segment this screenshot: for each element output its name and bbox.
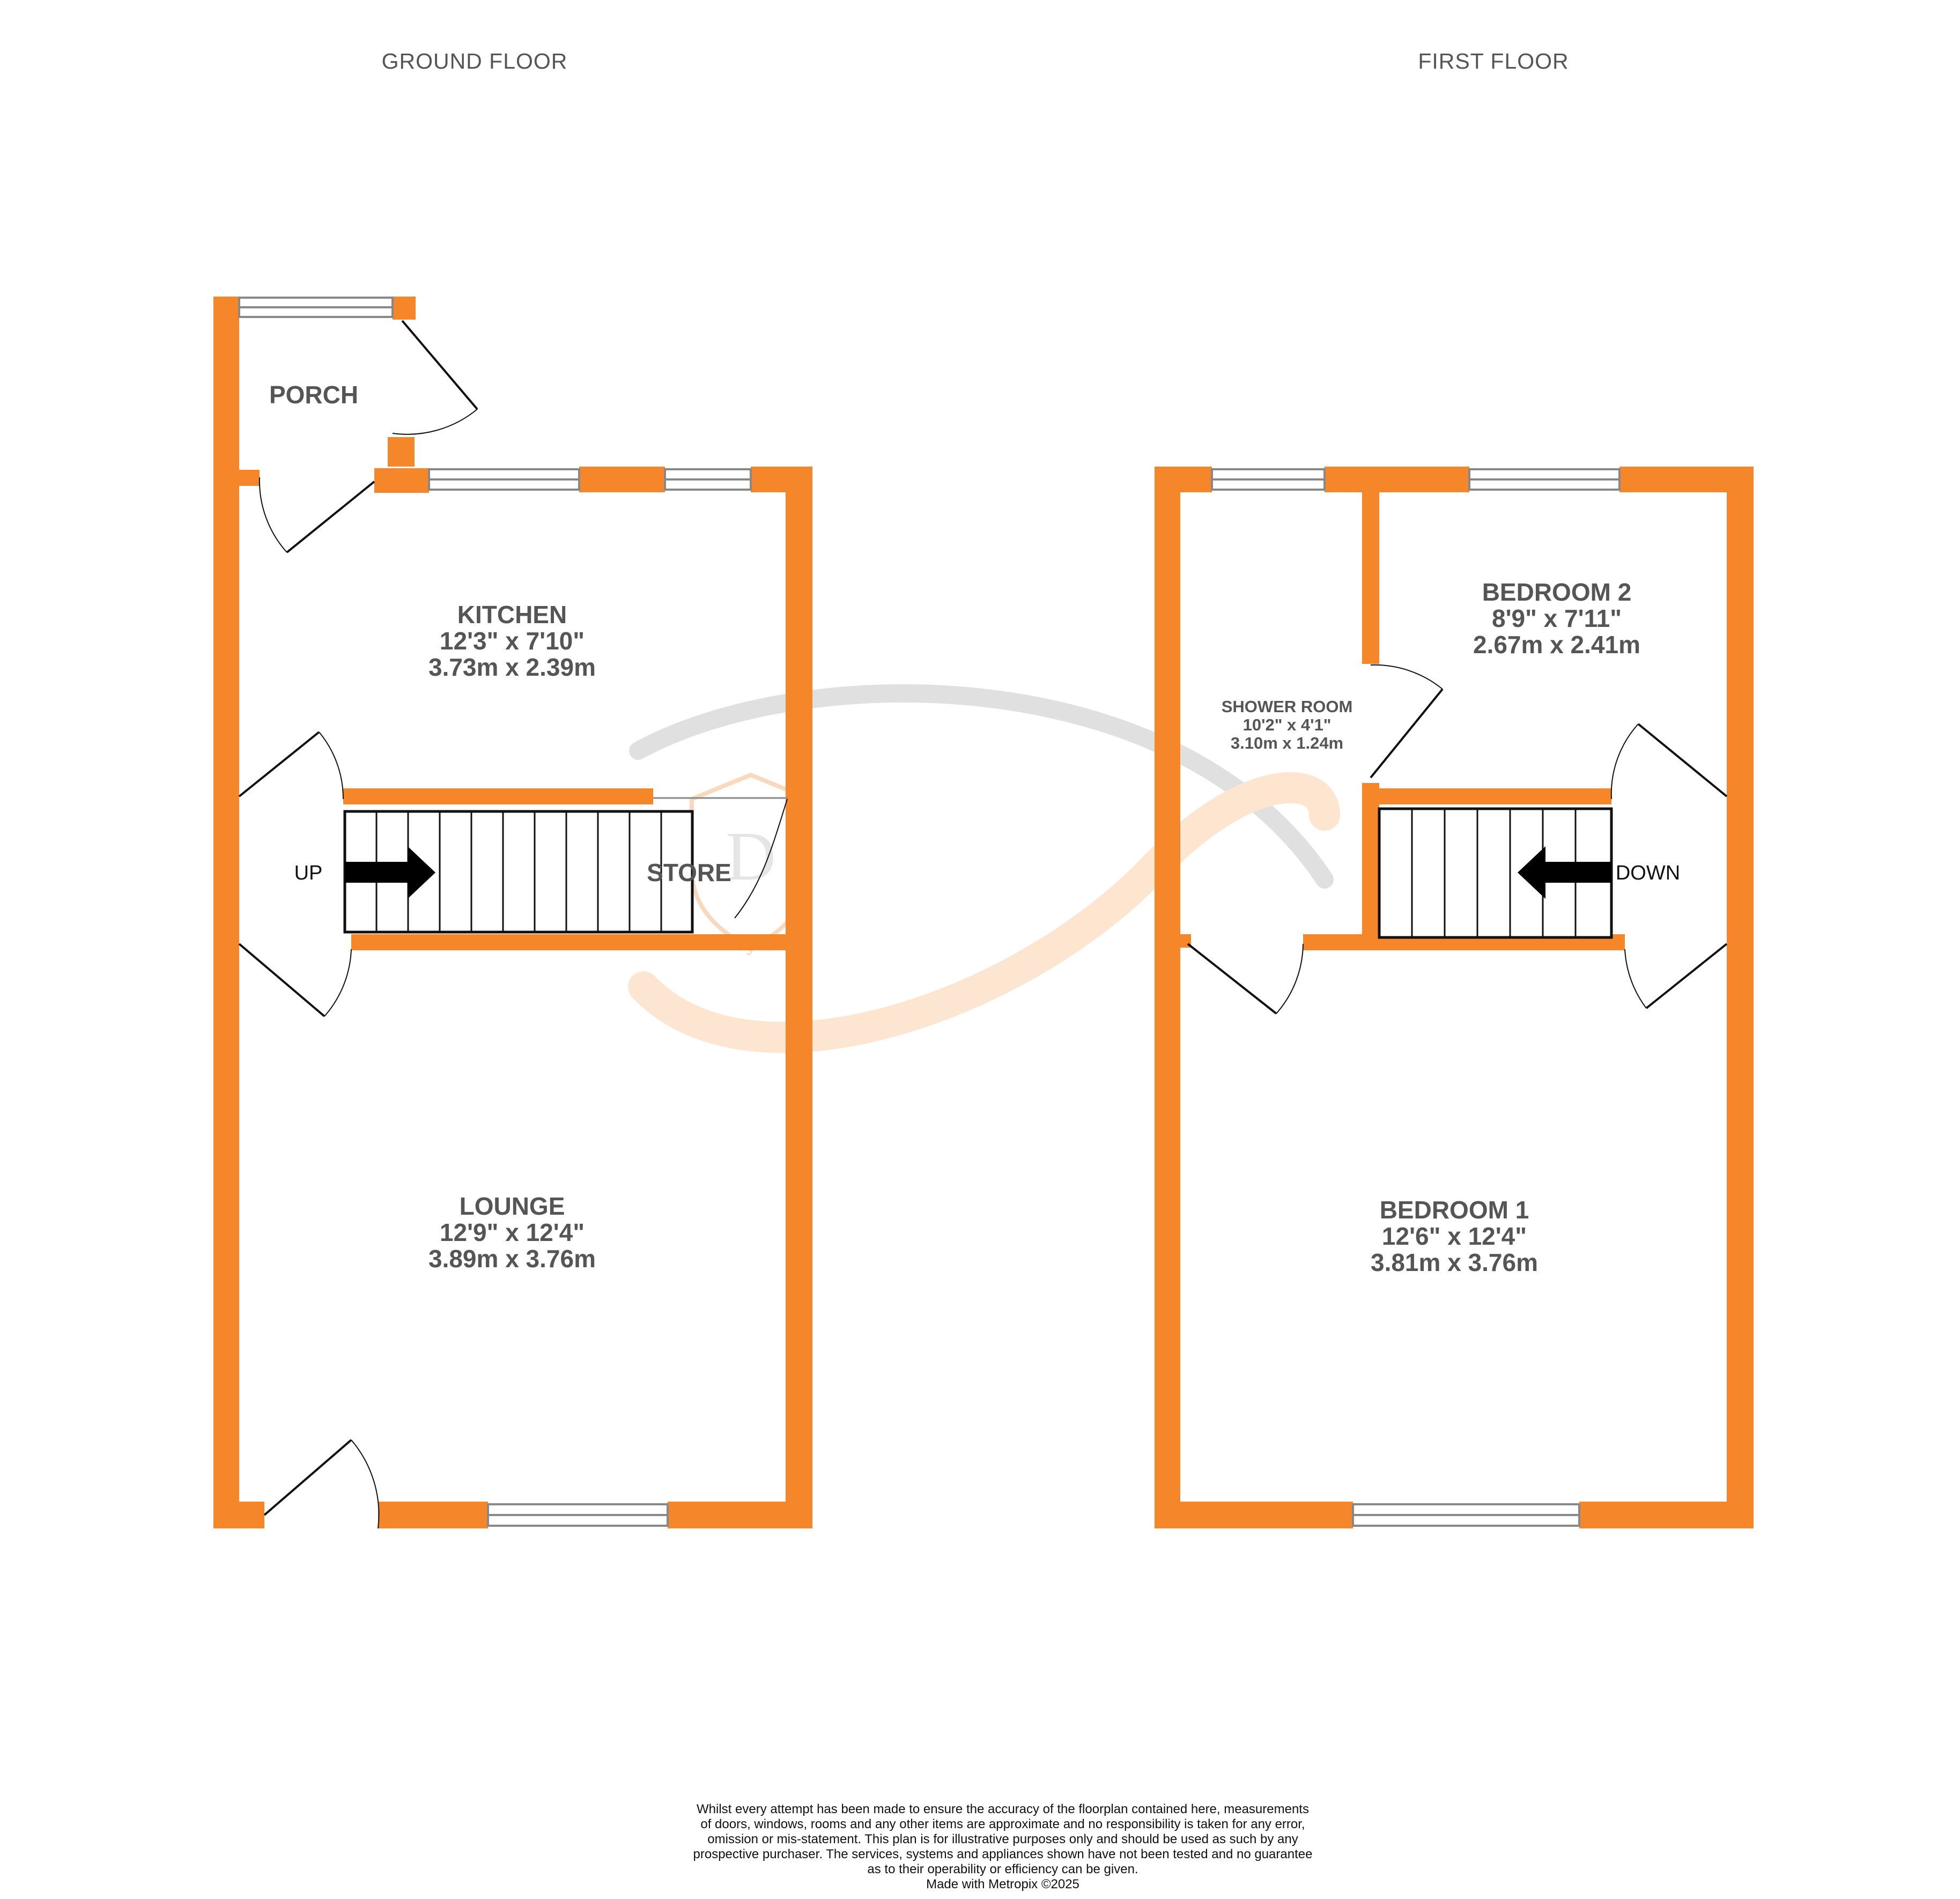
kitchen-name: KITCHEN xyxy=(457,601,567,629)
ground-floor-windows xyxy=(238,297,752,1527)
bedroom2-name: BEDROOM 2 xyxy=(1482,578,1632,606)
shower-room-door xyxy=(1187,943,1277,1015)
stairs-down-arrow-icon xyxy=(1518,846,1611,899)
lounge-door xyxy=(263,1439,352,1516)
disclaimer-line: of doors, windows, rooms and any other i… xyxy=(700,1817,1305,1831)
ground-floor-stairs xyxy=(343,810,694,934)
bedroom2-dim-metric: 2.67m x 2.41m xyxy=(1473,631,1640,659)
store-name: STORE xyxy=(647,859,731,886)
shower-room-dim-metric: 3.10m x 1.24m xyxy=(1231,734,1343,752)
first-floor-title: FIRST FLOOR xyxy=(1418,49,1569,73)
ground-floor-doors xyxy=(238,320,788,1529)
kitchen-dim-metric: 3.73m x 2.39m xyxy=(428,653,596,681)
hall-door-lower xyxy=(238,943,326,1017)
disclaimer-line: omission or mis-statement. This plan is … xyxy=(707,1832,1298,1846)
bedroom1-name: BEDROOM 1 xyxy=(1380,1196,1529,1224)
lounge-dim-imperial: 12'9" x 12'4" xyxy=(440,1218,585,1246)
landing-door-upper xyxy=(1637,723,1728,797)
shower-room-name: SHOWER ROOM xyxy=(1222,697,1353,716)
lounge-dim-metric: 3.89m x 3.76m xyxy=(428,1245,596,1273)
first-floor-doors xyxy=(1187,664,1728,1015)
disclaimer-line: as to their operability or efficiency ca… xyxy=(867,1862,1138,1876)
porch-front-door xyxy=(401,320,478,410)
first-floor-plan: BEDROOM 2 8'9" x 7'11" 2.67m x 2.41m SHO… xyxy=(1155,467,1754,1528)
stairs-up-label: UP xyxy=(294,862,323,884)
ground-floor-plan: PORCH KITCHEN 12'3" x 7'10" 3.73m x 2.39… xyxy=(213,297,812,1529)
first-floor-stairs xyxy=(1378,807,1613,939)
watermark-letter: D xyxy=(726,818,776,895)
bedroom1-door xyxy=(1645,943,1728,1009)
ground-floor-walls xyxy=(213,297,812,1528)
first-floor-windows xyxy=(1211,468,1621,1527)
hall-door-upper xyxy=(238,731,320,797)
disclaimer-line: prospective purchaser. The services, sys… xyxy=(693,1847,1313,1861)
bedroom1-dim-imperial: 12'6" x 12'4" xyxy=(1382,1222,1527,1250)
bedroom2-dim-imperial: 8'9" x 7'11" xyxy=(1492,604,1622,632)
ground-floor-title: GROUND FLOOR xyxy=(382,49,568,73)
first-floor-walls xyxy=(1155,467,1754,1528)
disclaimer-line: Whilst every attempt has been made to en… xyxy=(697,1802,1309,1816)
bedroom2-door xyxy=(1370,688,1444,779)
bedroom1-dim-metric: 3.81m x 3.76m xyxy=(1371,1248,1538,1276)
porch-name: PORCH xyxy=(269,381,358,409)
kitchen-dim-imperial: 12'3" x 7'10" xyxy=(440,627,585,655)
shower-room-dim-imperial: 10'2" x 4'1" xyxy=(1243,715,1332,734)
lounge-name: LOUNGE xyxy=(460,1192,565,1220)
stairs-up-arrow-icon xyxy=(345,846,435,899)
porch-inner-door xyxy=(286,481,375,553)
disclaimer: Whilst every attempt has been made to en… xyxy=(633,1802,1373,1892)
stairs-down-label: DOWN xyxy=(1616,862,1680,884)
watermark: D Day & Co xyxy=(628,684,1340,1053)
disclaimer-credit: Made with Metropix ©2025 xyxy=(926,1877,1079,1891)
